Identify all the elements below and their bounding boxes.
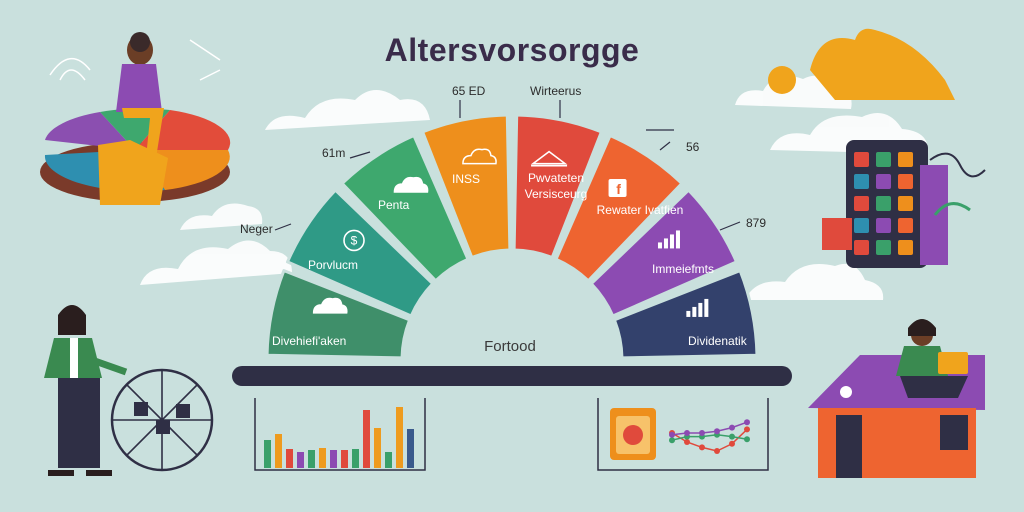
bar xyxy=(374,428,381,468)
segment-label-7: Immeiefmts xyxy=(652,262,715,276)
line-point xyxy=(699,430,705,436)
folder-icon xyxy=(610,408,656,460)
bar xyxy=(385,452,392,468)
gauge-segments xyxy=(265,113,759,360)
gauge-segment xyxy=(589,188,739,318)
line-point xyxy=(744,436,750,443)
line-point xyxy=(684,439,690,445)
label-right: 879 xyxy=(746,216,767,230)
house-illustration xyxy=(808,319,985,478)
label-left: Neger xyxy=(240,222,273,236)
segment-label-1: Divehiefi'aken xyxy=(272,334,347,348)
gauge-segment xyxy=(554,133,684,283)
sun-decoration xyxy=(768,28,955,100)
facebook-icon: f xyxy=(608,179,627,198)
bar xyxy=(308,450,315,468)
segment-label-3: Penta xyxy=(378,198,410,212)
gauge-icons: $f xyxy=(312,148,709,317)
svg-text:f: f xyxy=(616,181,621,197)
gauge-segment xyxy=(265,269,412,360)
cloud-icon xyxy=(462,148,497,165)
bottom-line-chart xyxy=(669,419,750,454)
bar xyxy=(363,410,370,468)
label-top-right: Wirteerus xyxy=(530,84,582,98)
segment-label-2: Porvlucm xyxy=(308,258,359,272)
cloud-icon xyxy=(312,297,348,314)
bar xyxy=(264,440,271,468)
label-mid-right: 56 xyxy=(686,140,700,154)
svg-text:$: $ xyxy=(351,233,358,247)
cloud-decorations xyxy=(140,75,929,300)
bar xyxy=(352,449,359,468)
bar xyxy=(396,407,403,468)
segment-label-5: Pwvateten Versisceurg xyxy=(524,171,588,201)
gauge-segment xyxy=(612,269,759,360)
line-point xyxy=(699,444,705,451)
label-top-left: 65 ED xyxy=(452,84,486,98)
line-point xyxy=(744,419,750,426)
line-point xyxy=(669,431,675,438)
bar xyxy=(341,450,348,468)
segment-label-4: INSS xyxy=(452,172,481,186)
bar xyxy=(275,434,282,468)
phone-calculator-illustration xyxy=(822,140,986,268)
line-point xyxy=(729,433,735,440)
gauge-segment xyxy=(512,113,603,260)
label-mid-left: 61m xyxy=(322,146,346,160)
bar-chart-frame xyxy=(254,398,426,471)
page-title: Altersvorsorgge xyxy=(384,32,640,68)
pie-chart-illustration xyxy=(40,32,231,205)
segment-label-6: Rewater Ivatfien xyxy=(596,203,684,217)
bar xyxy=(407,429,414,468)
roof-icon xyxy=(530,150,568,167)
bottom-bar-chart xyxy=(264,407,414,468)
segment-label-8: Dividenatik xyxy=(688,334,747,348)
bar-chart-icon xyxy=(657,230,680,249)
dollar-icon: $ xyxy=(343,229,365,252)
cloud-icon xyxy=(393,176,429,193)
line-point xyxy=(744,426,750,433)
line-point xyxy=(729,440,735,447)
leader-lines xyxy=(274,100,741,231)
gauge-segment xyxy=(285,188,435,318)
line-point xyxy=(729,424,735,431)
line-point xyxy=(714,428,720,435)
person-with-wheel-illustration xyxy=(44,305,214,476)
bar-chart-icon xyxy=(686,298,709,317)
gauge-segment xyxy=(340,133,470,283)
line-point xyxy=(714,448,720,454)
line-chart-frame xyxy=(597,398,769,471)
gauge-center-label: Fortood xyxy=(484,338,536,355)
bar xyxy=(330,450,337,468)
bar xyxy=(297,452,304,468)
line-point xyxy=(684,430,690,436)
gauge-base-bar xyxy=(232,366,792,386)
bar xyxy=(286,449,293,468)
bar xyxy=(319,448,326,468)
line-point xyxy=(669,437,675,444)
